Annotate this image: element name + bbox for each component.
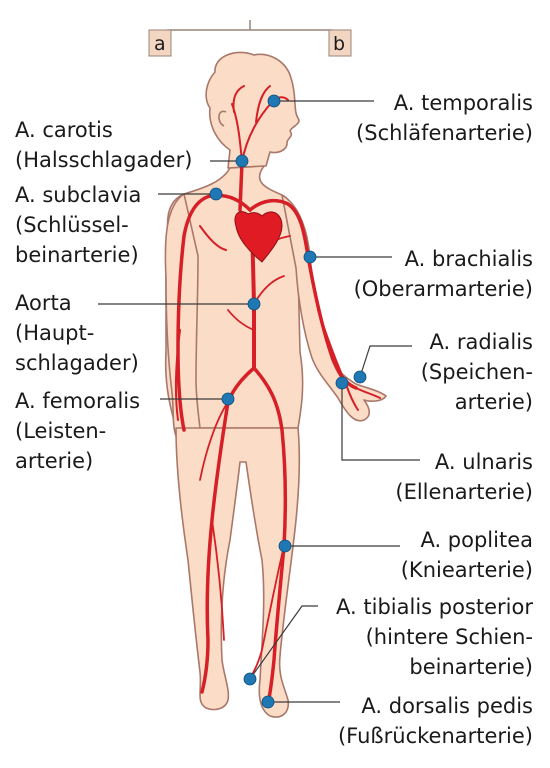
artery-leg-branches [199,401,285,679]
label-poplitea-2: (Kniearterie) [401,558,533,582]
heart [234,211,283,263]
label-radialis-3: arterie) [455,390,533,414]
label-femoralis-2: (Leisten- [15,419,106,443]
label-subclavia-1: A. subclavia [15,183,141,207]
artery-forearm-right [174,225,227,421]
label-brachialis-1: A. brachialis [405,247,533,271]
leader-ulnaris [341,383,420,461]
label-dorsalis-2: (Fußrückenarterie) [338,724,533,748]
point-subclavia [209,187,223,201]
point-femoralis [221,392,235,406]
label-aorta-2: (Haupt- [15,321,94,345]
bracket-line [167,20,333,52]
label-temporalis-1: A. temporalis [394,91,533,115]
label-poplitea-1: A. poplitea [420,528,533,552]
label-dorsalis-1: A. dorsalis pedis [361,694,533,718]
point-radialis [353,370,367,384]
label-tibialis-2: (hintere Schien- [366,625,533,649]
labels-left: A. carotis (Halsschlagader) A. subclavia… [15,118,192,473]
label-carotis-1: A. carotis [15,118,113,142]
labels-right: A. temporalis (Schläfenarterie) A. brach… [336,91,533,748]
label-subclavia-3: beinarterie) [15,243,139,267]
label-aorta-3: schlagader) [15,351,139,375]
label-femoralis-1: A. femoralis [15,389,140,413]
label-temporalis-2: (Schläfenarterie) [356,121,533,145]
body-silhouette [164,51,387,718]
label-tibialis-1: A. tibialis posterior [336,595,533,619]
head [205,51,300,169]
view-bracket: a b [148,20,352,57]
point-temporalis [267,94,281,108]
bracket-label-a: a [154,33,166,55]
label-ulnaris-1: A. ulnaris [435,450,533,474]
label-brachialis-2: (Oberarmarterie) [354,277,533,301]
bracket-box-b [328,29,352,57]
leader-radialis [359,345,412,378]
point-aorta [247,297,261,311]
label-femoralis-3: arterie) [15,449,93,473]
ear [218,110,227,127]
point-tibialis [243,672,257,686]
leader-tibialis [249,605,318,680]
point-brachialis [303,250,317,264]
artery-head [231,85,289,163]
label-aorta-1: Aorta [15,291,72,315]
label-radialis-1: A. radialis [430,330,534,354]
point-dorsalis [261,695,275,709]
label-ulnaris-2: (Ellenarterie) [395,480,533,504]
label-radialis-2: (Speichen- [421,360,533,384]
leader-lines [98,100,420,703]
bracket-box-a [148,29,172,57]
label-subclavia-2: (Schlüssel- [15,213,129,237]
bracket-label-b: b [333,33,345,55]
point-poplitea [278,539,292,553]
pulse-points [209,94,367,709]
label-tibialis-3: beinarterie) [409,655,533,679]
point-carotis [235,154,249,168]
point-ulnaris [335,376,349,390]
label-carotis-2: (Halsschlagader) [15,148,192,172]
